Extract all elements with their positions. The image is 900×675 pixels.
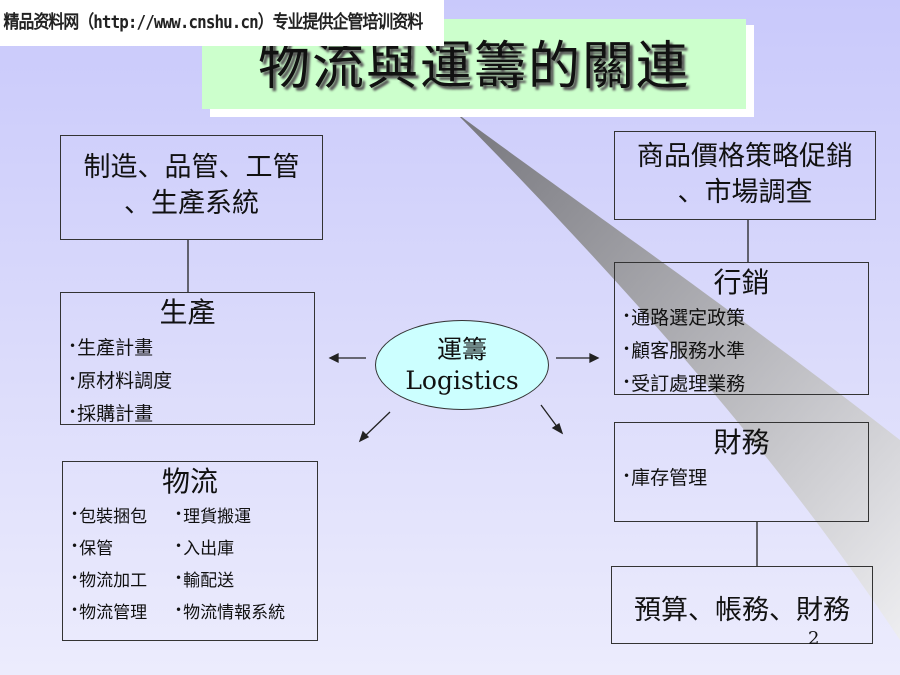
production-title: 生產 [159,296,216,329]
marketing-research-box: 商品價格策略促銷 、市場調查 [614,131,876,220]
logistics-item: 保管 [63,532,167,564]
finance-title: 財務 [713,426,770,459]
logistics-item: 物流管理 [63,596,167,628]
logistics-box: 物流 包裝捆包 理貨搬運 保管 入出庫 物流加工 輸配送 物流管理 物流情報系統 [62,461,318,641]
logistics-item: 物流加工 [63,564,167,596]
logistics-item: 包裝捆包 [63,500,167,532]
marketing-item: 通路選定政策 [615,301,868,334]
marketing-research-line1: 商品價格策略促銷 [637,141,853,172]
center-label-en: Logistics [405,366,519,395]
finance-item: 庫存管理 [615,461,868,494]
logistics-item: 理貨搬運 [167,500,307,532]
marketing-item: 顧客服務水準 [615,334,868,367]
budget-box: 預算、帳務、財務 [611,566,873,644]
logistics-title: 物流 [161,465,218,498]
logistics-item: 入出庫 [167,532,307,564]
logistics-item: 輸配送 [167,564,307,596]
manufacturing-line1: 制造、品管、工管 [83,152,300,183]
production-item: 採購計畫 [61,397,314,430]
marketing-title: 行銷 [713,266,770,299]
page-number: 2 [808,628,820,649]
marketing-box: 行銷 通路選定政策 顧客服務水準 受訂處理業務 [614,262,869,395]
arrows [328,352,600,443]
marketing-item: 受訂處理業務 [615,367,868,400]
budget-text: 預算、帳務、財務 [634,595,850,626]
production-item: 生產計畫 [61,331,314,364]
manufacturing-box: 制造、品管、工管 、生產系統 [60,135,323,240]
connectors [187,220,758,566]
logistics-item: 物流情報系統 [167,596,307,628]
watermark-banner: 精品资料网（http://www.cnshu.cn）专业提供企管培训资料 [3,12,424,33]
marketing-research-line2: 、市場調查 [677,177,813,208]
production-box: 生產 生產計畫 原材料調度 採購計畫 [60,292,315,425]
watermark-box: 精品资料网（http://www.cnshu.cn）专业提供企管培训资料 [0,0,444,46]
center-label-zh: 運籌 [436,335,487,364]
logistics-center-ellipse: 運籌 Logistics [375,320,549,410]
finance-box: 財務 庫存管理 [614,422,869,522]
manufacturing-line2: 、生產系統 [124,188,259,219]
production-item: 原材料調度 [61,364,314,397]
